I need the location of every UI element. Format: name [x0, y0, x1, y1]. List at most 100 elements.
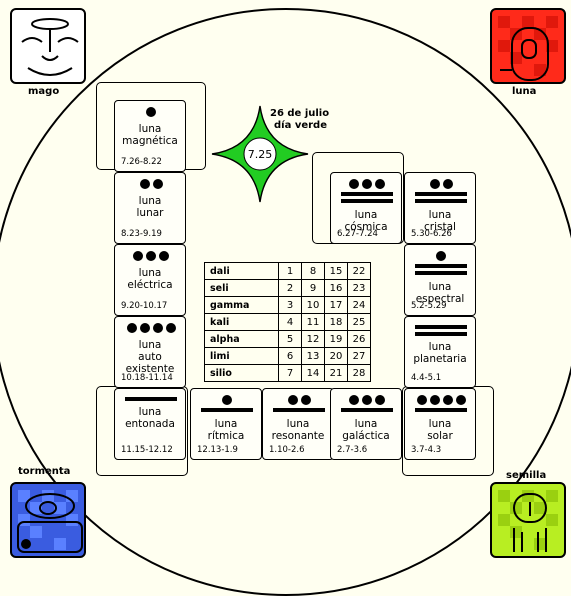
day-number: 5: [278, 330, 302, 348]
moon-name-line: lunar: [136, 207, 164, 219]
number-bar: [415, 264, 467, 268]
moon-name-line: entonada: [125, 418, 175, 430]
moon-number-marks: [263, 395, 333, 421]
moon-number-marks: [191, 395, 261, 421]
moon-number-marks: [331, 395, 401, 421]
moon-name-line: luna: [428, 341, 452, 353]
number-dot: [165, 323, 176, 333]
day-number: 13: [301, 347, 325, 365]
moon-number-marks: [405, 323, 475, 349]
number-dot: [442, 179, 453, 189]
number-dot: [146, 251, 156, 261]
day-number: 17: [324, 296, 348, 314]
day-number: 27: [347, 347, 371, 365]
number-dot: [375, 395, 385, 405]
moon-number-marks: [115, 251, 185, 277]
day-number: 3: [278, 296, 302, 314]
moon-name-line: planetaria: [413, 353, 467, 365]
moon-name-line: luna: [138, 406, 162, 418]
moon-dates: 6.27-7.24: [337, 229, 378, 239]
day-name: dali: [204, 262, 279, 280]
number-bar: [415, 271, 467, 275]
tormenta-glyph-icon: [10, 482, 86, 558]
moon-dates: 8.23-9.19: [121, 229, 162, 239]
day-number: 21: [324, 364, 348, 382]
moon-number-marks: [331, 179, 401, 205]
moon-number-marks: [405, 179, 475, 205]
number-dot: [152, 179, 163, 189]
day-name: limi: [204, 347, 279, 365]
moon-name-line: existente: [125, 363, 175, 375]
moon-dates: 9.20-10.17: [121, 301, 168, 311]
moon-name-line: eléctrica: [127, 279, 173, 291]
moon-dates: 3.7-4.3: [411, 445, 442, 455]
day-name: silio: [204, 364, 279, 382]
number-bar: [125, 397, 177, 401]
moon-name-line: galáctica: [342, 430, 390, 442]
day-name: kali: [204, 313, 279, 331]
number-dot: [375, 179, 385, 189]
moon-name-line: luna: [138, 195, 162, 207]
number-dot: [349, 395, 359, 405]
moon-name-line: luna: [428, 209, 452, 221]
moon-number-marks: [405, 395, 475, 421]
center-date-line1: 26 de julio: [270, 108, 330, 119]
day-number: 15: [324, 262, 348, 280]
day-number: 16: [324, 279, 348, 297]
moon-number-marks: [115, 107, 185, 133]
moon-name-line: luna: [138, 267, 162, 279]
moon-name-line: cósmica: [344, 221, 388, 233]
corner-label-luna: luna: [512, 86, 537, 97]
number-dot: [300, 395, 311, 405]
day-number: 28: [347, 364, 371, 382]
moon-name-line: luna: [214, 418, 238, 430]
number-dot: [159, 251, 169, 261]
moon-name-line: solar: [427, 430, 453, 442]
number-dot: [139, 179, 150, 189]
moon-dates: 11.15-12.12: [121, 445, 173, 455]
day-number: 8: [301, 262, 325, 280]
moon-dates: 12.13-1.9: [197, 445, 238, 455]
number-dot: [133, 251, 143, 261]
moon-name-line: resonante: [271, 430, 325, 442]
corner-label-tormenta: tormenta: [18, 466, 71, 477]
number-bar: [273, 408, 325, 412]
day-name: gamma: [204, 296, 279, 314]
semilla-glyph-icon: [490, 482, 566, 558]
moon-name-line: auto: [138, 351, 162, 363]
day-name: alpha: [204, 330, 279, 348]
number-bar: [415, 408, 467, 412]
moon-name-line: luna: [286, 418, 310, 430]
number-bar: [341, 408, 393, 412]
moon-name-line: luna: [138, 339, 162, 351]
number-dot: [362, 395, 372, 405]
center-date: 26 de julio día verde: [270, 108, 329, 132]
day-number: 22: [347, 262, 371, 280]
moon-name-line: espectral: [415, 293, 465, 305]
moon-name-line: cristal: [424, 221, 456, 233]
day-number: 26: [347, 330, 371, 348]
number-dot: [349, 179, 359, 189]
number-dot: [416, 395, 427, 405]
number-dot: [429, 395, 440, 405]
day-number: 2: [278, 279, 302, 297]
corner-label-mago: mago: [28, 86, 60, 97]
day-number: 11: [301, 313, 325, 331]
